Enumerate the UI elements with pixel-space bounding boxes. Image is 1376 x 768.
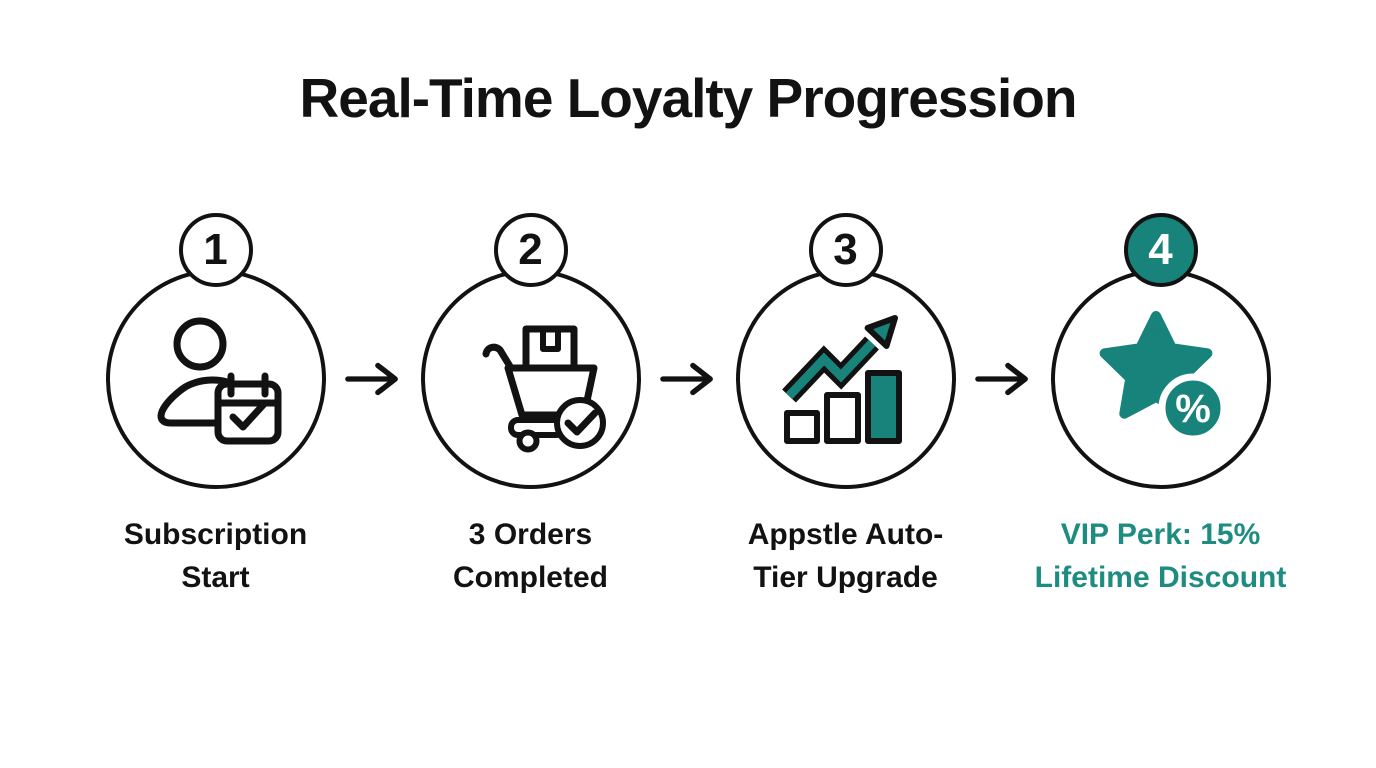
step-circle	[105, 269, 326, 489]
user-calendar-icon	[157, 317, 281, 445]
step-label-line: Start	[181, 561, 250, 594]
arrow-right-icon	[660, 362, 713, 396]
step-number-badge: 4	[1123, 213, 1198, 287]
step-number-badge: 2	[493, 213, 568, 287]
page-title: Real-Time Loyalty Progression	[299, 67, 1078, 129]
step-number: 3	[833, 225, 858, 274]
step-label: 3 Orders Completed	[371, 513, 691, 599]
step-number: 4	[1148, 225, 1173, 274]
arrow-right-icon	[345, 362, 398, 396]
step-label: VIP Perk: 15% Lifetime Discount	[1001, 513, 1321, 599]
growth-chart-icon	[781, 315, 902, 444]
step-label-line: 3 Orders	[468, 518, 593, 551]
step-orders-completed: 2 3 Orders Completed	[416, 213, 646, 599]
step-label-line: VIP Perk: 15%	[1060, 518, 1261, 551]
step-circle	[420, 269, 641, 489]
step-label: Subscription Start	[56, 513, 376, 599]
arrow-right-icon	[975, 362, 1028, 396]
connector	[961, 269, 1046, 489]
connector	[646, 269, 731, 489]
step-number-badge: 3	[808, 213, 883, 287]
step-label-line: Appstle Auto-	[747, 518, 944, 551]
step-label-line: Completed	[452, 561, 608, 594]
star-discount-icon: %	[1099, 311, 1227, 443]
percent-glyph: %	[1175, 387, 1211, 431]
connector	[331, 269, 416, 489]
step-number: 2	[518, 225, 543, 274]
step-label-line: Lifetime Discount	[1034, 561, 1287, 594]
cart-check-icon	[482, 325, 606, 453]
step-circle: %	[1050, 269, 1271, 489]
step-number-badge: 1	[178, 213, 253, 287]
step-vip-perk: 4 % VIP Perk: 15% Lifetime Discount	[1035, 213, 1286, 599]
steps-row: 1 Subscription Start	[0, 213, 1376, 599]
step-label: Appstle Auto- Tier Upgrade	[686, 513, 1006, 599]
step-number: 1	[203, 225, 228, 274]
step-auto-tier-upgrade: 3 Appstle Auto- Tier Upgrade	[731, 213, 961, 599]
step-circle	[735, 269, 956, 489]
step-subscription-start: 1 Subscription Start	[101, 213, 331, 599]
step-label-line: Subscription	[123, 518, 308, 551]
step-label-line: Tier Upgrade	[753, 561, 938, 594]
